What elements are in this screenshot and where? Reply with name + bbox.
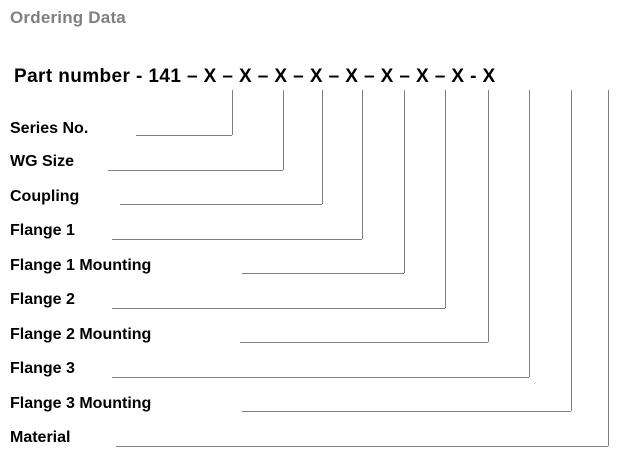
leader-line-flange-2-horizontal [112,308,445,309]
leader-line-flange-1-vertical [362,90,363,239]
row-label-wg-size: WG Size [10,153,75,170]
leader-line-flange-3-vertical [529,90,530,377]
leader-line-wg-size-horizontal [108,170,283,171]
row-label-flange-1-mounting: Flange 1 Mounting [10,257,152,274]
row-label-coupling: Coupling [10,188,80,205]
leader-line-flange-2-mounting-vertical [488,90,489,342]
leader-line-flange-1-mounting-horizontal [242,273,404,274]
leader-line-coupling-vertical [322,90,323,204]
row-label-flange-1: Flange 1 [10,222,75,239]
leader-line-series-no-vertical [232,90,233,135]
leader-line-flange-2-mounting-horizontal [240,342,488,343]
leader-line-wg-size-vertical [283,90,284,170]
leader-line-material-horizontal [116,446,608,447]
row-label-flange-3-mounting: Flange 3 Mounting [10,395,152,412]
row-label-flange-2-mounting: Flange 2 Mounting [10,326,152,343]
part-number-string: Part number - 141 – X – X – X – X – X – … [14,66,496,87]
leader-line-flange-3-horizontal [112,377,529,378]
row-label-flange-3: Flange 3 [10,360,75,377]
leader-line-material-vertical [608,90,609,446]
leader-line-flange-2-vertical [445,90,446,308]
leader-line-flange-1-mounting-vertical [404,90,405,273]
row-label-material: Material [10,429,71,446]
row-label-flange-2: Flange 2 [10,291,75,308]
leader-line-flange-3-mounting-horizontal [242,411,571,412]
leader-line-coupling-horizontal [120,204,322,205]
leader-line-flange-1-horizontal [112,239,362,240]
page-title: Ordering Data [10,8,126,27]
leader-line-flange-3-mounting-vertical [571,90,572,411]
row-label-series-no: Series No. [10,120,89,137]
leader-line-series-no-horizontal [136,135,232,136]
